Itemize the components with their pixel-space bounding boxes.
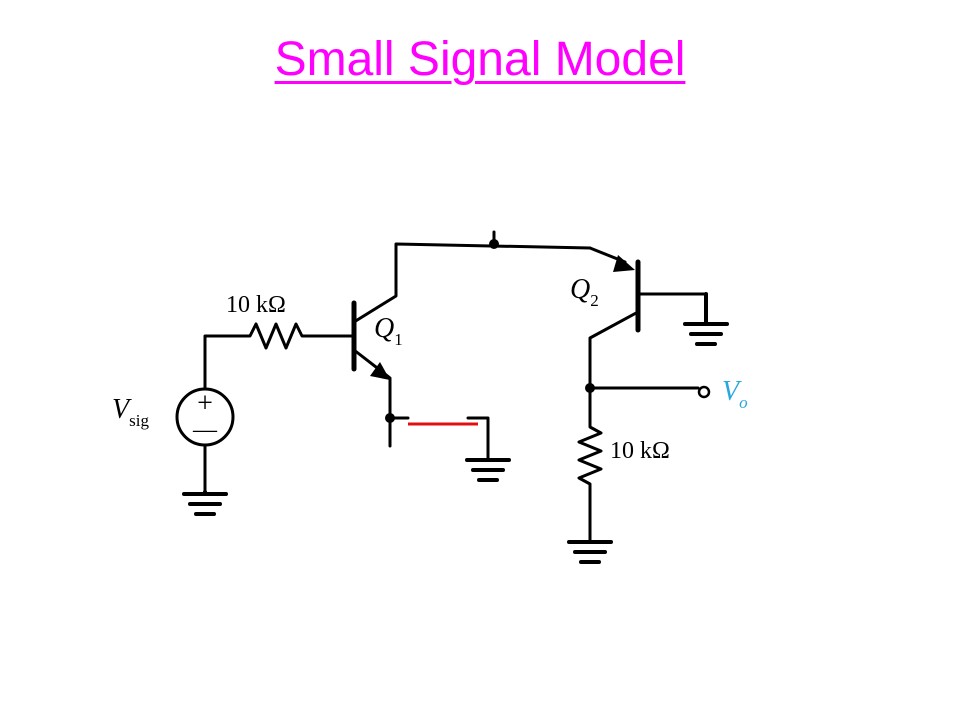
ground-icon <box>683 292 729 346</box>
source-plus: + <box>197 388 213 419</box>
q2-label: Q2 <box>570 274 599 310</box>
junction-dot <box>585 383 595 393</box>
wire-ground-top <box>466 416 490 460</box>
junction-dot <box>385 413 395 423</box>
q1-collector <box>352 252 398 324</box>
input-resistor-label: 10 kΩ <box>226 292 286 318</box>
wire-collector-node <box>394 242 592 256</box>
q2-emitter-arrow <box>613 255 635 272</box>
load-resistor <box>577 418 603 542</box>
ground-icon <box>465 458 511 482</box>
q2-collector <box>588 310 640 390</box>
voltage-source <box>175 387 235 447</box>
output-terminal <box>697 385 711 399</box>
load-resistor-label: 10 kΩ <box>610 438 670 464</box>
ground-icon <box>182 490 228 516</box>
source-label: Vsig <box>112 394 149 430</box>
wire-source-top <box>203 334 230 392</box>
junction-dot <box>489 239 499 249</box>
q1-label: Q1 <box>374 313 403 349</box>
q1-emitter <box>352 348 392 420</box>
source-minus: — <box>192 417 218 443</box>
q1-emitter-arrow <box>370 362 390 380</box>
input-resistor <box>226 322 356 350</box>
ground-icon <box>567 540 613 564</box>
output-label: Vo <box>722 376 748 412</box>
page-title: Small Signal Model <box>274 33 686 86</box>
